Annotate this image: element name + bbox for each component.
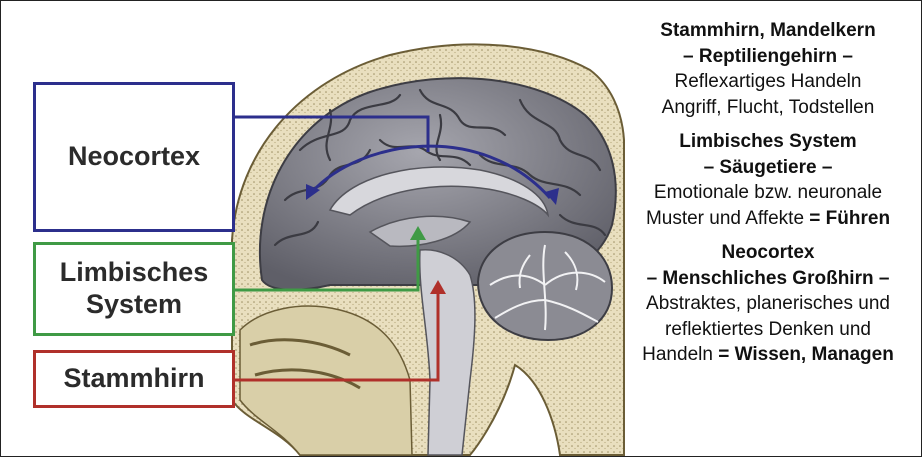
neocortex-label: Neocortex — [33, 82, 235, 232]
legend-panel: Stammhirn, Mandelkern – Reptiliengehirn … — [617, 18, 919, 377]
legend-stammhirn-line1: Reflexartiges Handeln — [617, 69, 919, 95]
limbisches-label-line2: System — [60, 289, 209, 321]
legend-limbisch: Limbisches System – Säugetiere – Emotion… — [617, 129, 919, 231]
legend-neocortex-line3: Handeln = Wissen, Managen — [617, 342, 919, 368]
legend-limbisch-line2-plain: Muster und Affekte — [646, 208, 809, 229]
cerebellum — [478, 232, 612, 340]
legend-limbisch-line2-bold: = Führen — [809, 208, 890, 229]
legend-limbisch-line2: Muster und Affekte = Führen — [617, 206, 919, 232]
neocortex-label-text: Neocortex — [68, 141, 200, 173]
stammhirn-label: Stammhirn — [33, 350, 235, 408]
legend-limbisch-subtitle: – Säugetiere – — [617, 155, 919, 181]
legend-limbisch-title: Limbisches System — [617, 129, 919, 155]
limbisches-system-label: Limbisches System — [33, 242, 235, 336]
legend-neocortex-line1: Abstraktes, planerisches und — [617, 291, 919, 317]
legend-neocortex-title: Neocortex — [617, 240, 919, 266]
legend-neocortex-line3-plain: Handeln — [642, 344, 718, 365]
legend-stammhirn: Stammhirn, Mandelkern – Reptiliengehirn … — [617, 18, 919, 120]
legend-stammhirn-subtitle: – Reptiliengehirn – — [617, 44, 919, 70]
legend-stammhirn-line2: Angriff, Flucht, Todstellen — [617, 95, 919, 121]
legend-stammhirn-title: Stammhirn, Mandelkern — [617, 18, 919, 44]
legend-neocortex-subtitle: – Menschliches Großhirn – — [617, 266, 919, 292]
legend-limbisch-line1: Emotionale bzw. neuronale — [617, 180, 919, 206]
legend-neocortex: Neocortex – Menschliches Großhirn – Abst… — [617, 240, 919, 368]
limbisches-label-line1: Limbisches — [60, 257, 209, 289]
legend-neocortex-line3-bold: = Wissen, Managen — [718, 344, 894, 365]
stammhirn-label-text: Stammhirn — [63, 363, 204, 395]
legend-neocortex-line2: reflektiertes Denken und — [617, 317, 919, 343]
